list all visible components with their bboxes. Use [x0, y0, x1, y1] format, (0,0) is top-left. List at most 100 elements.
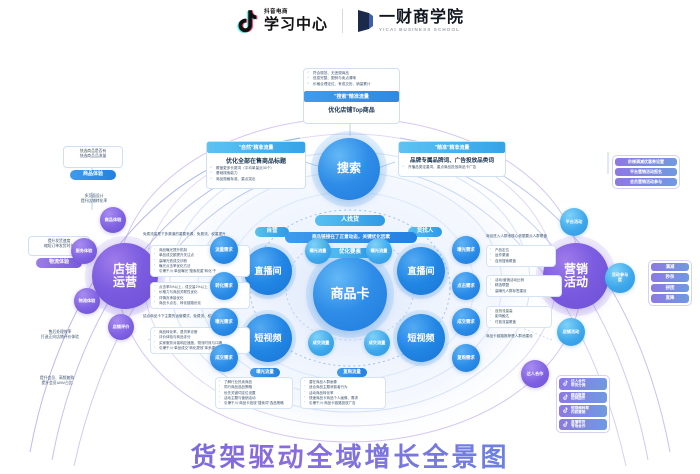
list-item: 自然流量高 — [490, 308, 548, 314]
list-item: 引爆千川·商品卡链路投放广告 — [304, 400, 382, 406]
card-precise-traffic: "精准"精准流量 品牌专属品牌词、广告投放品类词 开播品类定重词、重点商品投放商… — [398, 141, 506, 177]
list-item: 高曝光人群标签建设 — [490, 287, 558, 294]
text-line: 提升会员UMV占比 — [41, 381, 73, 385]
text-block-left-conversion: 商品转化率、退货率诊断 评价体验与商品评分 买家服务对接响应速度、物流时效与口碑… — [150, 327, 250, 354]
node-demand-exposure-right[interactable]: 曝光需求 — [452, 236, 480, 264]
text-line: 快选商品是否有 — [79, 149, 107, 153]
text-line: 多页面设计 — [84, 194, 104, 198]
card-precise-traffic-title: 品牌专属品牌词、广告投放品类词 — [410, 158, 494, 164]
card-bottom-right-list: 潜在商品人群画像 适合商品主题消费者行为 活动商品转化率 快速商品卡商品个人画像… — [304, 379, 382, 406]
tiktok-note-icon — [563, 407, 568, 415]
node-label: 曝光流量 — [309, 247, 327, 253]
node-logistics-experience[interactable]: 物流体验 — [74, 288, 100, 314]
text-block-left-click-list: 点击率3%以上，成交量2%以上 价格力与商品关联性优化 详情页承接优化 商品卡点… — [154, 284, 246, 306]
hub-node-store-operations[interactable]: 店铺运营 — [92, 243, 158, 309]
stack-row[interactable]: 直播带货 专场合作 — [559, 418, 607, 431]
stack-row[interactable]: 秒杀 — [651, 273, 689, 282]
node-label: 店铺活动 — [562, 328, 580, 334]
page-title: 货架驱动全域增长全景图 — [0, 437, 700, 474]
node-label: 店铺评价 — [112, 323, 130, 329]
stack-row[interactable]: 直降 — [651, 294, 689, 303]
list-item: 商品卡点击、转化链路优化 — [154, 300, 246, 306]
list-item: 同行商品选品策略 — [219, 384, 289, 390]
stack-row[interactable]: 满减 — [651, 263, 689, 272]
node-live-room-right[interactable]: 直播间 — [397, 247, 445, 295]
list-item: 高曝光低成交诊断 — [154, 257, 246, 264]
card-top-search-traffic: 符合规范、无违规商品 信息完整、图例与卖点清晰 价格合理定位、有成交历、销量累计… — [303, 68, 400, 124]
node-label: 复购需求 — [457, 354, 475, 360]
text-block-right-paid: 自然流量高 影响触达 付费流量覆盖 — [486, 306, 552, 328]
card-far-left-after-sales: 售后处理效率 打造正向店铺评价体验 — [24, 330, 96, 348]
card-precise-traffic-header: "精准"精准流量 — [399, 142, 505, 153]
list-item: 引爆千川·单品曝光"搜索权重"转化·千 — [154, 268, 246, 274]
stack-row[interactable]: 会员营销活动参与 — [615, 178, 677, 186]
node-product-experience[interactable]: 商品体验 — [100, 207, 126, 233]
stack-row[interactable]: 拼团 — [651, 283, 689, 293]
stack-row[interactable]: 精选联盟 招商团长 — [559, 391, 607, 404]
hub-node-product-card[interactable]: 商品卡 — [313, 257, 387, 331]
node-store-rating[interactable]: 店铺评价 — [108, 314, 134, 340]
list-item: 价格合理定位、有成交历、销量累计 — [307, 82, 396, 87]
stack-row[interactable]: 短视频种草 内容营销 — [559, 405, 607, 417]
stack-row[interactable]: 阶梯满减优惠券设置 — [615, 158, 677, 166]
node-demand-view-left[interactable]: 曝光需求 — [210, 308, 238, 336]
hub-node-search[interactable]: 搜索 — [318, 138, 380, 200]
node-talent-cooperation[interactable]: 达人合作 — [521, 360, 549, 388]
node-label: 达人合作 — [526, 370, 544, 376]
node-traffic-exposure-right[interactable]: 曝光流量 — [366, 238, 392, 264]
node-traffic-exposure-left[interactable]: 曝光流量 — [305, 238, 331, 264]
list-item: 引爆千川·单品成交"转化提效"体系建设 — [154, 345, 246, 351]
list-item: 产品定位 — [490, 247, 552, 253]
node-demand-exposure-left[interactable]: 流量需求 — [210, 236, 238, 264]
badge-product-experience: 商品体验 — [70, 170, 116, 180]
label-entry-talent: 货找人 — [408, 227, 442, 237]
node-traffic-deal-left[interactable]: 成交流量 — [308, 330, 334, 356]
text-line: 提升店铺转化率 — [80, 199, 108, 203]
node-demand-deal-right[interactable]: 成交需求 — [452, 308, 480, 336]
node-short-video-left[interactable]: 短视频 — [244, 314, 292, 362]
list-item: 活动商品转化率 — [304, 389, 382, 396]
node-short-video-right[interactable]: 短视频 — [397, 314, 445, 362]
stack-row[interactable]: 平台营销活动报名 — [615, 168, 677, 176]
node-demand-deal-left[interactable]: 成交需求 — [210, 344, 238, 372]
text-line: 打造正向店铺评价体验 — [41, 335, 79, 339]
list-item: 商品曝光提升机制 — [154, 247, 246, 253]
node-label: 成交流量 — [312, 339, 330, 345]
badge-bottom-mid-traffic: 复购流量 — [337, 368, 367, 377]
yicai-logo-subtitle: YICAI BUSINESS SCHOOL — [379, 26, 461, 32]
text-line: 缩短订单发货时长 — [43, 244, 75, 248]
node-label: 转化需求 — [215, 282, 233, 288]
list-item: 快速商品卡商品个人画像、需求 — [304, 395, 382, 401]
list-item: 适合商品主题消费者行为 — [304, 384, 382, 390]
list-item: 基础搜索能力 — [210, 171, 302, 176]
text-line: 免费流量是下多渠道的重要来源，免费流、权重提升 — [143, 232, 226, 236]
stack-coupon-settings: 阶梯满减优惠券设置 平台营销活动报名 会员营销活动参与 — [612, 155, 680, 189]
node-demand-click-left[interactable]: 转化需求 — [210, 272, 238, 300]
label-center-optimize: 优化要素 — [326, 248, 374, 258]
tiktok-logo-title: 学习中心 — [263, 16, 328, 34]
stack-row-label: 直播带货 专场合作 — [571, 419, 586, 428]
list-item: 付费流量覆盖 — [490, 318, 548, 325]
node-label: 曝光需求 — [457, 246, 475, 252]
node-label: 服务体验 — [75, 247, 93, 253]
list-item: 点击率3%以上，成交量2%以上 — [154, 284, 246, 290]
tiktok-note-icon — [563, 380, 568, 388]
stack-row[interactable]: 达人合作 带货分佣 — [559, 378, 607, 390]
list-item: 覆盖更多长尾词（平均单量近30个） — [210, 166, 302, 171]
stack-row-label: 精选联盟 招商团长 — [571, 392, 586, 401]
node-label: 平台活动 — [565, 218, 583, 224]
node-platform-activity[interactable]: 平台活动 — [560, 208, 588, 236]
node-demand-repeat-right[interactable]: 复购需求 — [452, 344, 480, 372]
node-store-activity[interactable]: 店铺活动 — [557, 318, 585, 346]
node-label: 物流体验 — [78, 297, 96, 303]
node-demand-click-right[interactable]: 点击需求 — [452, 272, 480, 300]
text-block-left-conversion-list: 商品转化率、退货率诊断 评价体验与商品评分 买家服务对接响应速度、物流时效与口碑… — [154, 329, 246, 351]
card-precise-traffic-list: 开播品类定重词、重点商品投放商品卡广告 — [402, 165, 502, 170]
node-activity-participation[interactable]: 活动参与度 — [605, 263, 635, 293]
node-live-room-left[interactable]: 直播间 — [244, 247, 292, 295]
text-line: 商品卡链路推荐是人群池建设 — [486, 334, 533, 338]
card-far-left-product-experience: 快选商品是否有 快选商品品流量 — [63, 146, 123, 168]
node-service-experience[interactable]: 服务体验 — [71, 238, 97, 264]
node-traffic-deal-right[interactable]: 成交流量 — [364, 330, 390, 356]
node-label: 曝光流量 — [370, 247, 388, 253]
